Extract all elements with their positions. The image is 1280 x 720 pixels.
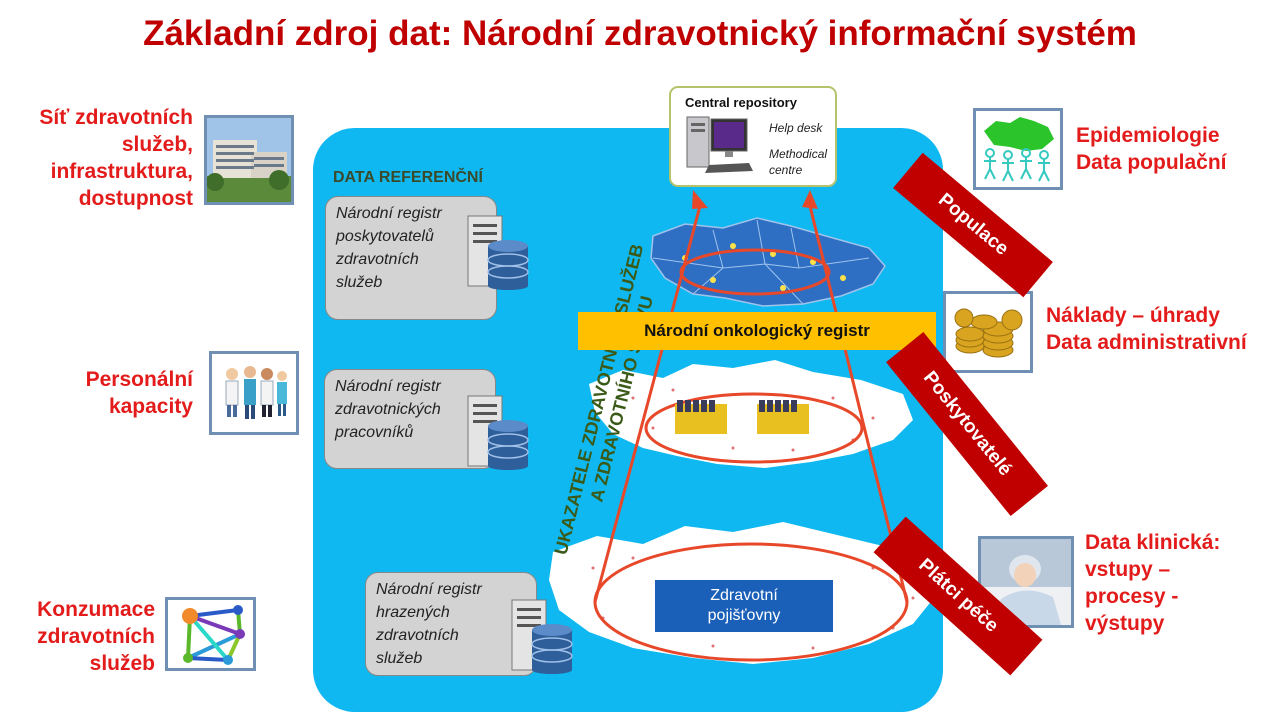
register-line: Národní registr [376, 581, 482, 598]
insurers-line: Zdravotní [710, 587, 778, 604]
help-desk-label: Help desk [769, 121, 823, 135]
repo-line: Methodical [769, 147, 828, 161]
middle-ellipse [644, 392, 864, 464]
top-map [650, 217, 886, 307]
register-line: služeb [376, 650, 423, 667]
register-line: zdravotních [376, 627, 459, 644]
label-line: infrastruktura, [50, 160, 193, 183]
register-line: zdravotních [336, 251, 419, 268]
register-line: hrazených [376, 604, 450, 621]
insurers-box: Zdravotní pojišťovny [655, 580, 833, 632]
label-line: služeb [89, 652, 155, 675]
oncology-register-bar: Národní onkologický registr [578, 312, 936, 350]
label-line: služeb, [121, 133, 193, 156]
coins-image [943, 291, 1033, 373]
register-line: zdravotnických [335, 401, 441, 418]
register-line: Národní registr [335, 378, 441, 395]
label-line: vstupy – [1085, 558, 1171, 581]
network-image [165, 597, 256, 671]
label-line: zdravotních [37, 625, 155, 648]
repository-title: Central repository [685, 95, 797, 110]
panel-graphics [549, 190, 937, 664]
computer-icon [686, 116, 753, 173]
hospital-image [204, 115, 294, 205]
label-network: Síť zdravotních služeb, infrastruktura, … [10, 104, 193, 212]
label-line: Náklady – úhrady [1046, 304, 1220, 327]
repo-line: centre [769, 163, 803, 177]
label-personnel: Personální kapacity [40, 366, 193, 420]
population-map-image [973, 108, 1063, 190]
label-line: Konzumace [37, 598, 155, 621]
label-costs: Náklady – úhrady Data administrativní [1046, 302, 1278, 356]
page-title: Základní zdroj dat: Národní zdravotnický… [143, 14, 1137, 53]
label-line: procesy - [1085, 585, 1179, 608]
register-workers: Národní registr zdravotnických pracovník… [324, 369, 496, 469]
database-icon [467, 215, 529, 290]
insurers-line: pojišťovny [707, 607, 781, 624]
register-line: Národní registr [336, 205, 442, 222]
methodical-centre-label: Methodical centre [769, 146, 827, 178]
staff-image [209, 351, 299, 435]
label-clinical: Data klinická: vstupy – procesy - výstup… [1085, 529, 1275, 637]
label-line: dostupnost [78, 187, 193, 210]
arrow-left [593, 205, 702, 603]
label-line: Personální [85, 368, 193, 391]
register-line: služeb [336, 274, 383, 291]
label-consumption: Konzumace zdravotních služeb [10, 596, 155, 677]
provider-icon [675, 400, 727, 434]
central-repository: Central repository Help desk Methodical … [669, 86, 837, 187]
label-line: Data klinická: [1085, 531, 1221, 554]
database-icon [467, 395, 529, 470]
label-line: Data populační [1076, 151, 1227, 174]
register-line: poskytovatelů [336, 228, 434, 245]
patient-image [978, 536, 1074, 628]
register-services: Národní registr hrazených zdravotních sl… [365, 572, 537, 676]
label-line: kapacity [108, 395, 193, 418]
label-line: Epidemiologie [1076, 124, 1220, 147]
provider-icon [757, 400, 809, 434]
middle-map [589, 360, 913, 468]
data-reference-heading: DATA REFERENČNÍ [333, 169, 483, 186]
label-epidemiology: Epidemiologie Data populační [1076, 122, 1276, 176]
label-line: Síť zdravotních [39, 106, 193, 129]
label-line: Data administrativní [1046, 331, 1247, 354]
database-icon [511, 599, 573, 674]
label-line: výstupy [1085, 612, 1165, 635]
register-line: pracovníků [335, 424, 414, 441]
